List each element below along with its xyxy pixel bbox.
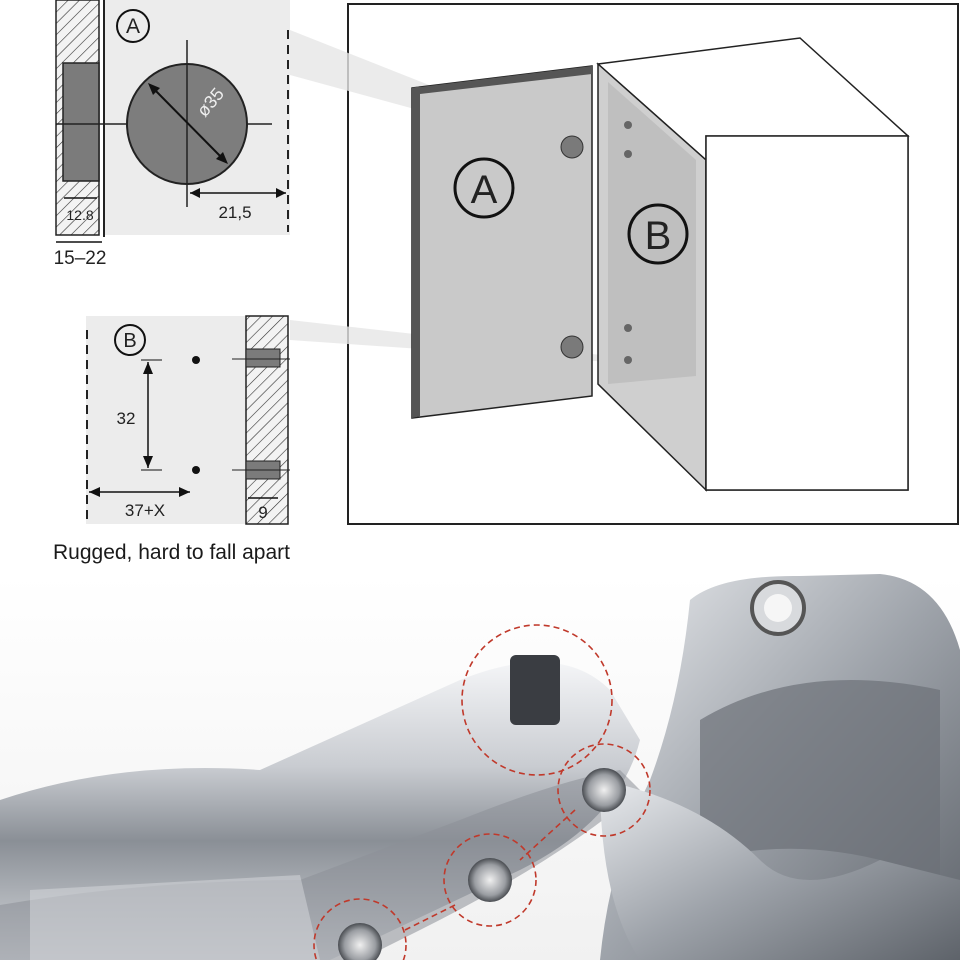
edge-distance-label: 21,5 [218,203,251,222]
hole-spacing-label: 32 [117,409,136,428]
detail-b-marker: B [123,330,136,352]
detail-b-drawing: B 32 37+X 9 [86,315,290,525]
detail-a-marker: A [126,15,140,38]
hinge-photo [0,574,960,960]
detail-a-drawing: A ø35 21,5 12.8 15–22 [54,0,290,269]
cabinet-illustration: A B [290,3,959,525]
thickness-label: 15–22 [54,248,107,269]
offset-label: 37+X [125,501,165,520]
cup-depth-label: 12.8 [66,207,93,223]
door-marker: A [471,168,498,212]
hole-depth-label: 9 [258,503,267,522]
caption: Rugged, hard to fall apart [53,541,290,564]
side-marker: B [645,214,672,258]
